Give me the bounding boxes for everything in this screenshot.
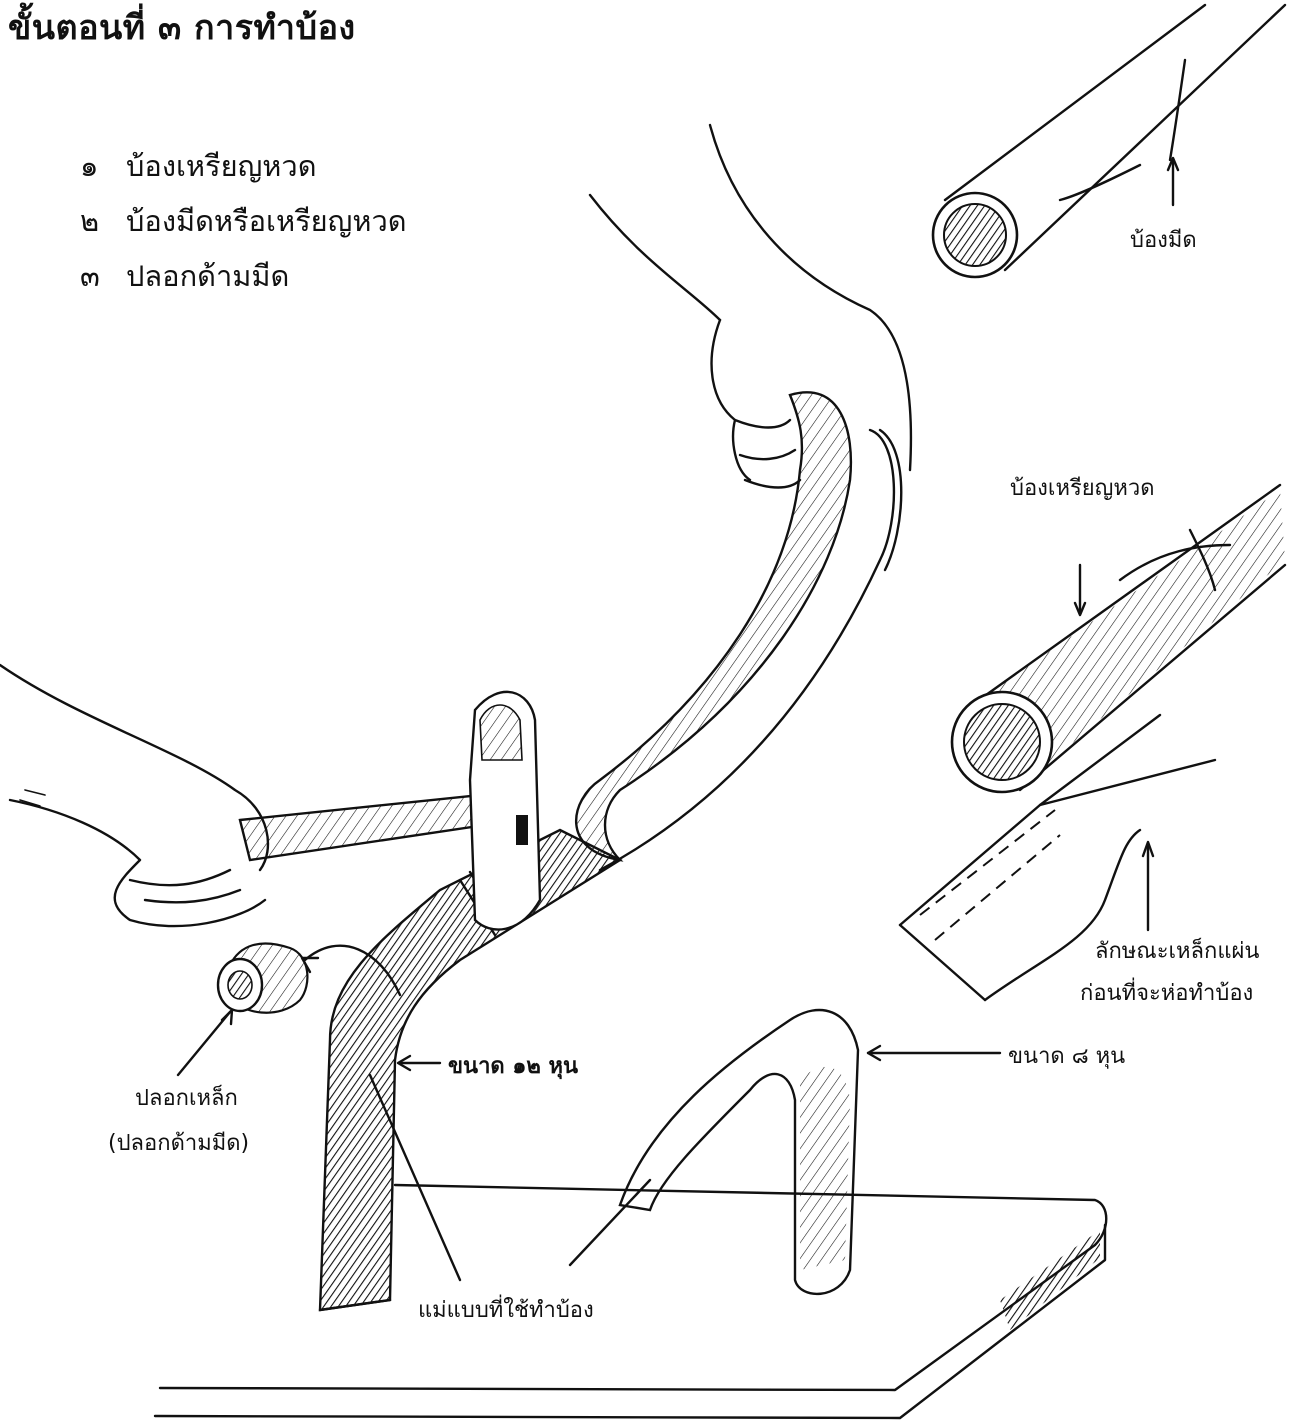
label-sickle-socket: บ้องเหรียญหวด (1010, 470, 1155, 505)
step-3-text: ปลอกด้ามมีด (126, 259, 289, 293)
step-3: ๓ปลอกด้ามมีด (80, 253, 289, 299)
label-ferrule-line2: (ปลอกด้ามมีด) (108, 1125, 249, 1160)
page-title: ขั้นตอนที่ ๓ การทำบ้อง (8, 0, 356, 54)
step-1: ๑บ้องเหรียญหวด (80, 143, 317, 189)
label-sheet-line2: ก่อนที่จะห่อทำบ้อง (1080, 975, 1253, 1010)
hammer (240, 692, 540, 930)
label-knife-socket: บ้องมีด (1130, 222, 1197, 257)
step-1-number: ๑ (80, 143, 126, 189)
step-2-text: บ้องมีดหรือเหรียญหวด (126, 204, 407, 238)
right-mold (570, 1010, 858, 1294)
knife-socket-tube (933, 5, 1285, 277)
lower-hand (0, 665, 268, 926)
label-sheet-line1: ลักษณะเหล็กแผ่น (1095, 933, 1259, 968)
upper-hand (590, 125, 911, 488)
step-3-number: ๓ (80, 253, 126, 299)
ferrule-leader (178, 1012, 230, 1075)
label-size-12: ขนาด ๑๒ หุน (448, 1048, 578, 1083)
step-1-text: บ้องเหรียญหวด (126, 149, 317, 183)
label-ferrule-line1: ปลอกเหล็ก (135, 1080, 238, 1115)
step-2-number: ๒ (80, 198, 126, 244)
step-2: ๒บ้องมีดหรือเหรียญหวด (80, 198, 407, 244)
label-size-8: ขนาด ๘ หุน (1008, 1038, 1125, 1073)
sickle-socket-tube (900, 485, 1285, 1000)
base-plate (155, 1185, 1106, 1418)
label-mold: แม่แบบที่ใช้ทำบ้อง (418, 1292, 594, 1327)
